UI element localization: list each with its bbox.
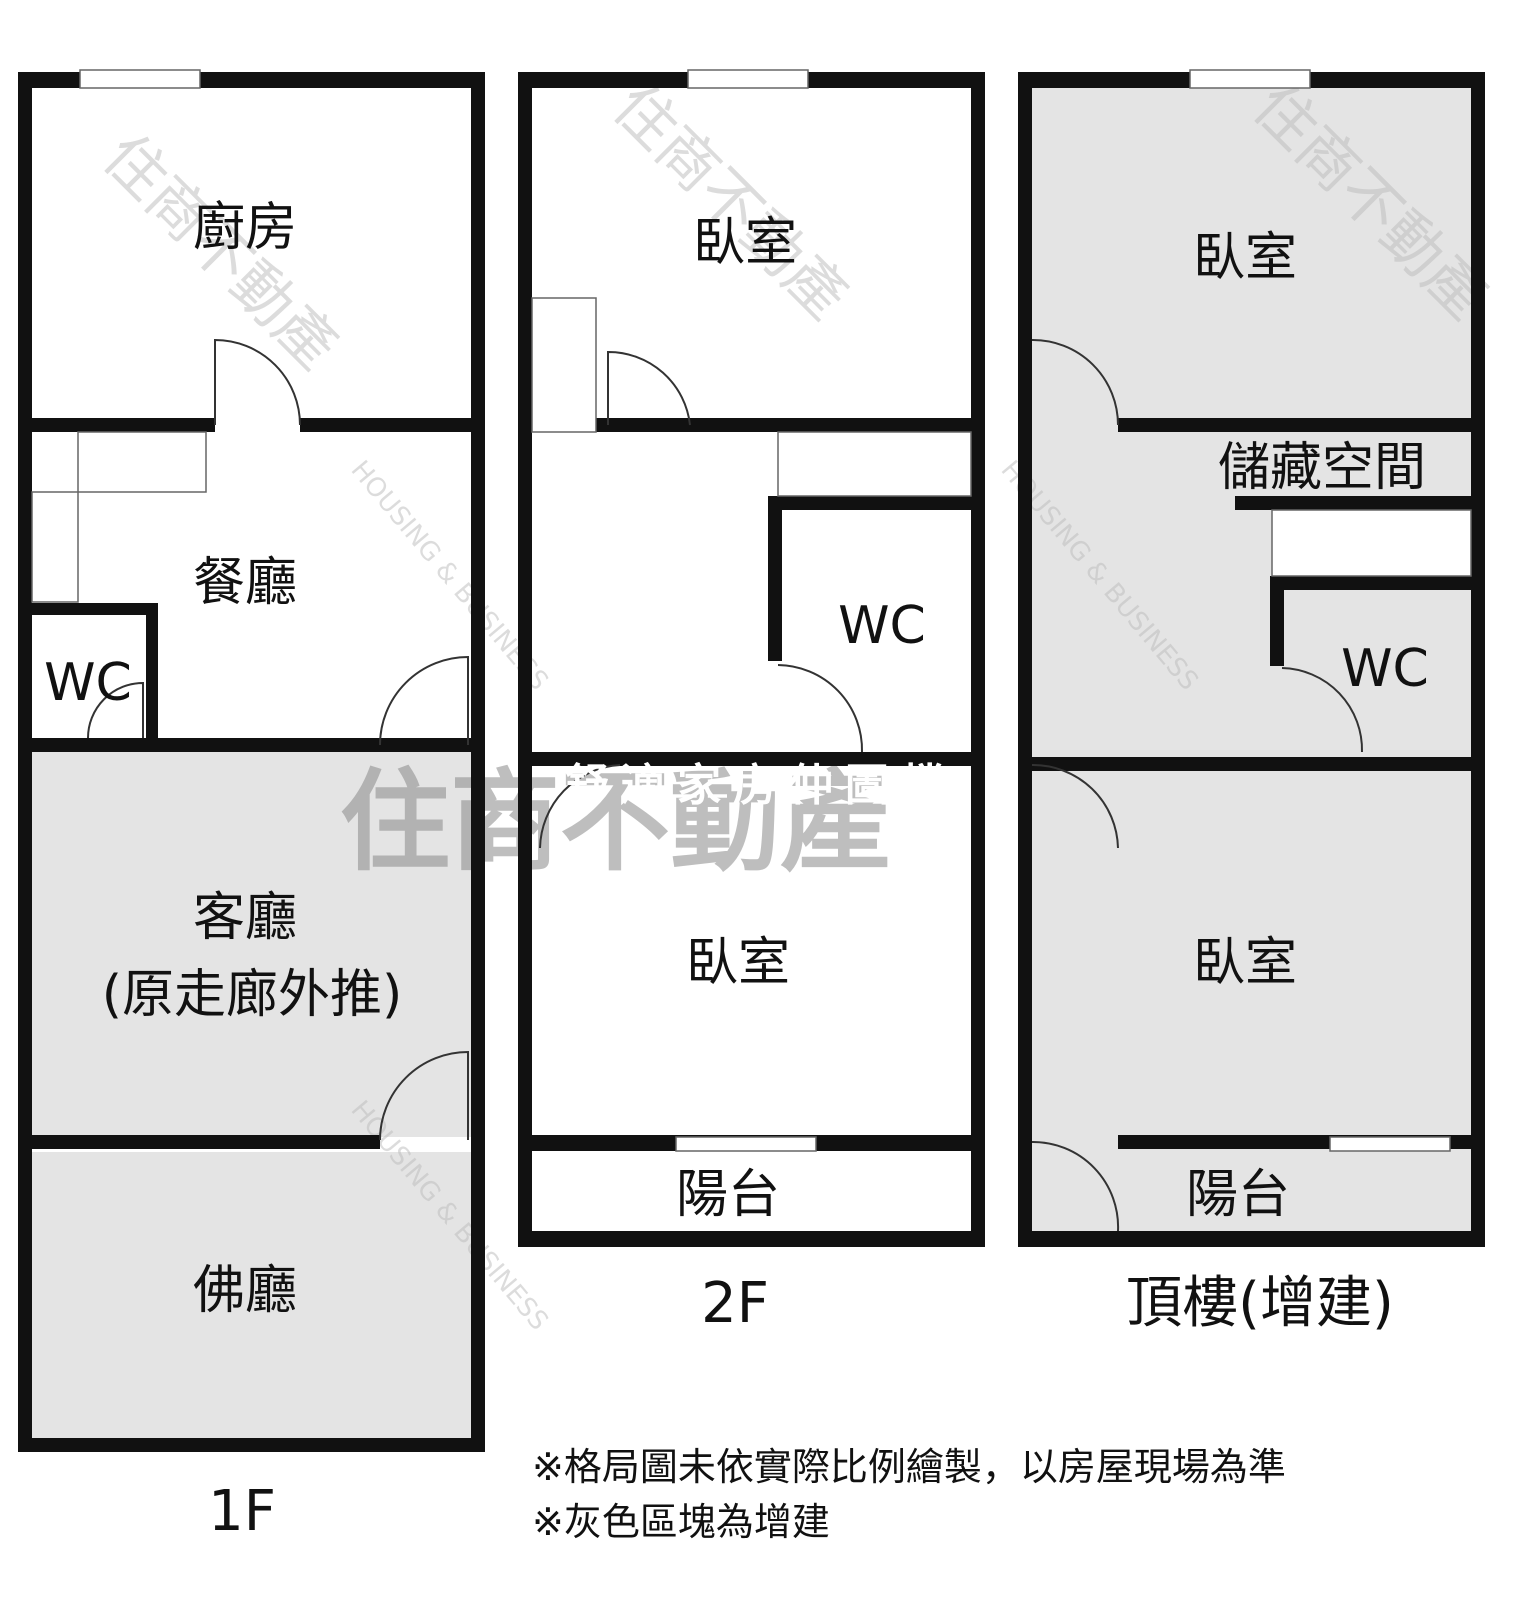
door-icon <box>1281 667 1364 753</box>
watermark-brand-diag: 住商不動產 <box>599 71 861 333</box>
door-icon <box>1031 338 1119 426</box>
added-area-living <box>32 752 472 1137</box>
door-icon <box>379 1050 469 1141</box>
door-icon <box>1031 763 1119 849</box>
room-label-wc: WC <box>838 596 926 656</box>
window-icon <box>675 1136 817 1152</box>
window-icon <box>1329 1136 1451 1152</box>
room-label-shrine: 佛廳 <box>193 1261 297 1321</box>
room-label-living-note: (原走廊外推) <box>102 965 403 1025</box>
door-icon <box>1031 1140 1120 1232</box>
door-icon <box>87 681 144 739</box>
door-icon <box>539 764 621 849</box>
roof-stairs <box>1271 509 1472 577</box>
note-scale: ※格局圖未依實際比例繪製，以房屋現場為準 <box>532 1445 1286 1489</box>
added-area-shrine <box>32 1152 472 1440</box>
floor-label-2f: 2F <box>701 1271 769 1336</box>
door-icon <box>379 655 469 746</box>
room-label-bedroom: 臥室 <box>686 933 790 993</box>
added-area-roof <box>1032 88 1472 1231</box>
room-label-balcony: 陽台 <box>1186 1165 1290 1225</box>
door-icon <box>777 664 864 753</box>
floor-1f-walls <box>18 72 485 1452</box>
overlay-caption: 舒適家房仲圖檔 <box>565 760 957 811</box>
room-label-bedroom: 臥室 <box>1193 228 1297 288</box>
room-label-bedroom: 臥室 <box>693 213 797 273</box>
door-icon <box>214 338 301 426</box>
floor-label-roof: 頂樓(增建) <box>1126 1271 1394 1336</box>
room-label-living: 客廳 <box>193 888 297 948</box>
watermark-brand: 住商不動產 <box>340 758 890 886</box>
room-label-balcony: 陽台 <box>676 1165 780 1225</box>
door-icon <box>607 350 691 426</box>
window-icon <box>79 69 201 89</box>
floor-label-1f: 1F <box>208 1479 276 1544</box>
floor-1f-stairs <box>31 431 207 603</box>
window-icon <box>687 69 809 89</box>
floor-roof-walls <box>1018 72 1485 1247</box>
room-label-kitchen: 廚房 <box>193 198 297 258</box>
floor-2f-stairs <box>531 297 972 497</box>
note-gray-area: ※灰色區塊為增建 <box>532 1500 830 1544</box>
room-label-storage: 儲藏空間 <box>1218 438 1426 498</box>
window-icon <box>1189 69 1311 89</box>
room-label-wc: WC <box>1341 639 1429 699</box>
room-label-wc: WC <box>44 653 132 713</box>
room-label-dining: 餐廳 <box>193 553 297 613</box>
room-label-bedroom: 臥室 <box>1193 933 1297 993</box>
